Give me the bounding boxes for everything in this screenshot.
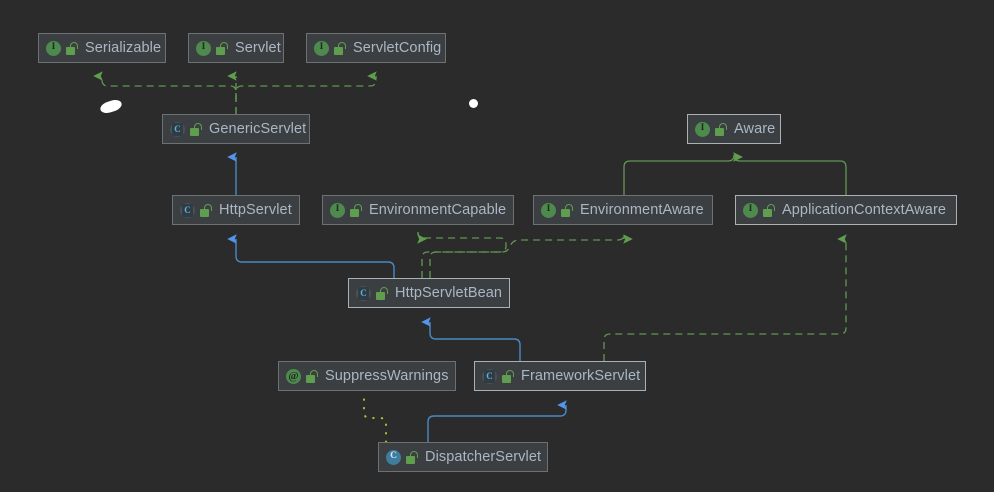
edge-httpservletbean-environmentaware <box>429 233 633 278</box>
node-httpservlet[interactable]: C HttpServlet <box>172 195 300 225</box>
node-icons-httpservletbean: C <box>356 285 388 301</box>
node-genericservlet[interactable]: C GenericServlet <box>162 114 310 144</box>
node-icons-genericservlet: C <box>170 121 202 137</box>
lock-open-icon <box>375 286 388 300</box>
interface-icon: I <box>743 202 758 218</box>
node-environmentaware[interactable]: I EnvironmentAware <box>533 195 713 225</box>
node-label: ServletConfig <box>353 40 442 56</box>
lock-open-icon <box>501 369 514 383</box>
lock-open-icon <box>560 203 573 217</box>
lock-open-icon <box>762 203 775 217</box>
node-label: HttpServlet <box>219 202 292 218</box>
node-label: EnvironmentAware <box>580 202 704 218</box>
interface-icon: I <box>541 202 556 218</box>
node-icons-environmentaware: I <box>541 202 573 218</box>
node-label: EnvironmentCapable <box>369 202 507 218</box>
annotation-icon: @ <box>286 368 301 384</box>
node-icons-aware: I <box>695 121 727 137</box>
node-label: SuppressWarnings <box>325 368 449 384</box>
node-httpservletbean[interactable]: C HttpServletBean <box>348 278 510 308</box>
interface-icon: I <box>46 40 61 56</box>
node-environmentcapable[interactable]: I EnvironmentCapable <box>322 195 514 225</box>
edge-frameworkservlet-applicationcontextaware <box>603 234 847 361</box>
lock-open-icon <box>215 41 228 55</box>
abstract-class-icon: C <box>356 285 371 301</box>
edge-dispatcherservlet-frameworkservlet <box>427 400 567 442</box>
node-icons-servlet: I <box>196 40 228 56</box>
interface-icon: I <box>695 121 710 137</box>
class-icon: C <box>386 449 401 465</box>
node-dispatcherservlet[interactable]: C DispatcherServlet <box>378 442 548 472</box>
node-label: DispatcherServlet <box>425 449 542 465</box>
node-icons-httpservlet: C <box>180 202 212 218</box>
lock-open-icon <box>305 369 318 383</box>
node-servlet[interactable]: I Servlet <box>188 33 284 63</box>
node-label: Servlet <box>235 40 281 56</box>
lock-open-icon <box>714 122 727 136</box>
lock-open-icon <box>333 41 346 55</box>
node-label: ApplicationContextAware <box>782 202 947 218</box>
edge-httpservletbean-environmentcapable <box>417 231 507 278</box>
node-suppresswarnings[interactable]: @ SuppressWarnings <box>278 361 456 391</box>
white-dot-artifact <box>469 99 478 108</box>
node-aware[interactable]: I Aware <box>687 114 781 144</box>
edge-environmentaware-aware <box>623 152 743 195</box>
node-label: FrameworkServlet <box>521 368 641 384</box>
edge-applicationcontextaware-aware <box>733 152 847 195</box>
white-cursor-artifact <box>98 97 124 116</box>
interface-icon: I <box>314 40 329 56</box>
node-icons-servletconfig: I <box>314 40 346 56</box>
lock-open-icon <box>189 122 202 136</box>
abstract-class-icon: C <box>482 368 497 384</box>
node-icons-frameworkservlet: C <box>482 368 514 384</box>
node-serializable[interactable]: I Serializable <box>38 33 166 63</box>
lock-open-icon <box>65 41 78 55</box>
edge-genericservlet-servletconfig <box>235 71 377 100</box>
node-icons-dispatcherservlet: C <box>386 449 418 465</box>
edge-genericservlet-serializable <box>93 71 237 114</box>
node-icons-applicationcontextaware: I <box>743 202 775 218</box>
node-label: Serializable <box>85 40 162 56</box>
node-icons-suppresswarnings: @ <box>286 368 318 384</box>
lock-open-icon <box>199 203 212 217</box>
lock-open-icon <box>405 450 418 464</box>
node-frameworkservlet[interactable]: C FrameworkServlet <box>474 361 646 391</box>
node-icons-serializable: I <box>46 40 78 56</box>
node-applicationcontextaware[interactable]: I ApplicationContextAware <box>735 195 957 225</box>
edge-httpservletbean-httpservlet <box>227 234 395 278</box>
node-label: Aware <box>734 121 776 137</box>
node-icons-environmentcapable: I <box>330 202 362 218</box>
edge-frameworkservlet-httpservletbean <box>421 317 521 361</box>
node-label: HttpServletBean <box>395 285 503 301</box>
node-servletconfig[interactable]: I ServletConfig <box>306 33 446 63</box>
node-label: GenericServlet <box>209 121 307 137</box>
edge-dispatcherservlet-suppresswarnings <box>363 391 387 443</box>
abstract-class-icon: C <box>170 121 185 137</box>
interface-icon: I <box>196 40 211 56</box>
lock-open-icon <box>349 203 362 217</box>
interface-icon: I <box>330 202 345 218</box>
abstract-class-icon: C <box>180 202 195 218</box>
